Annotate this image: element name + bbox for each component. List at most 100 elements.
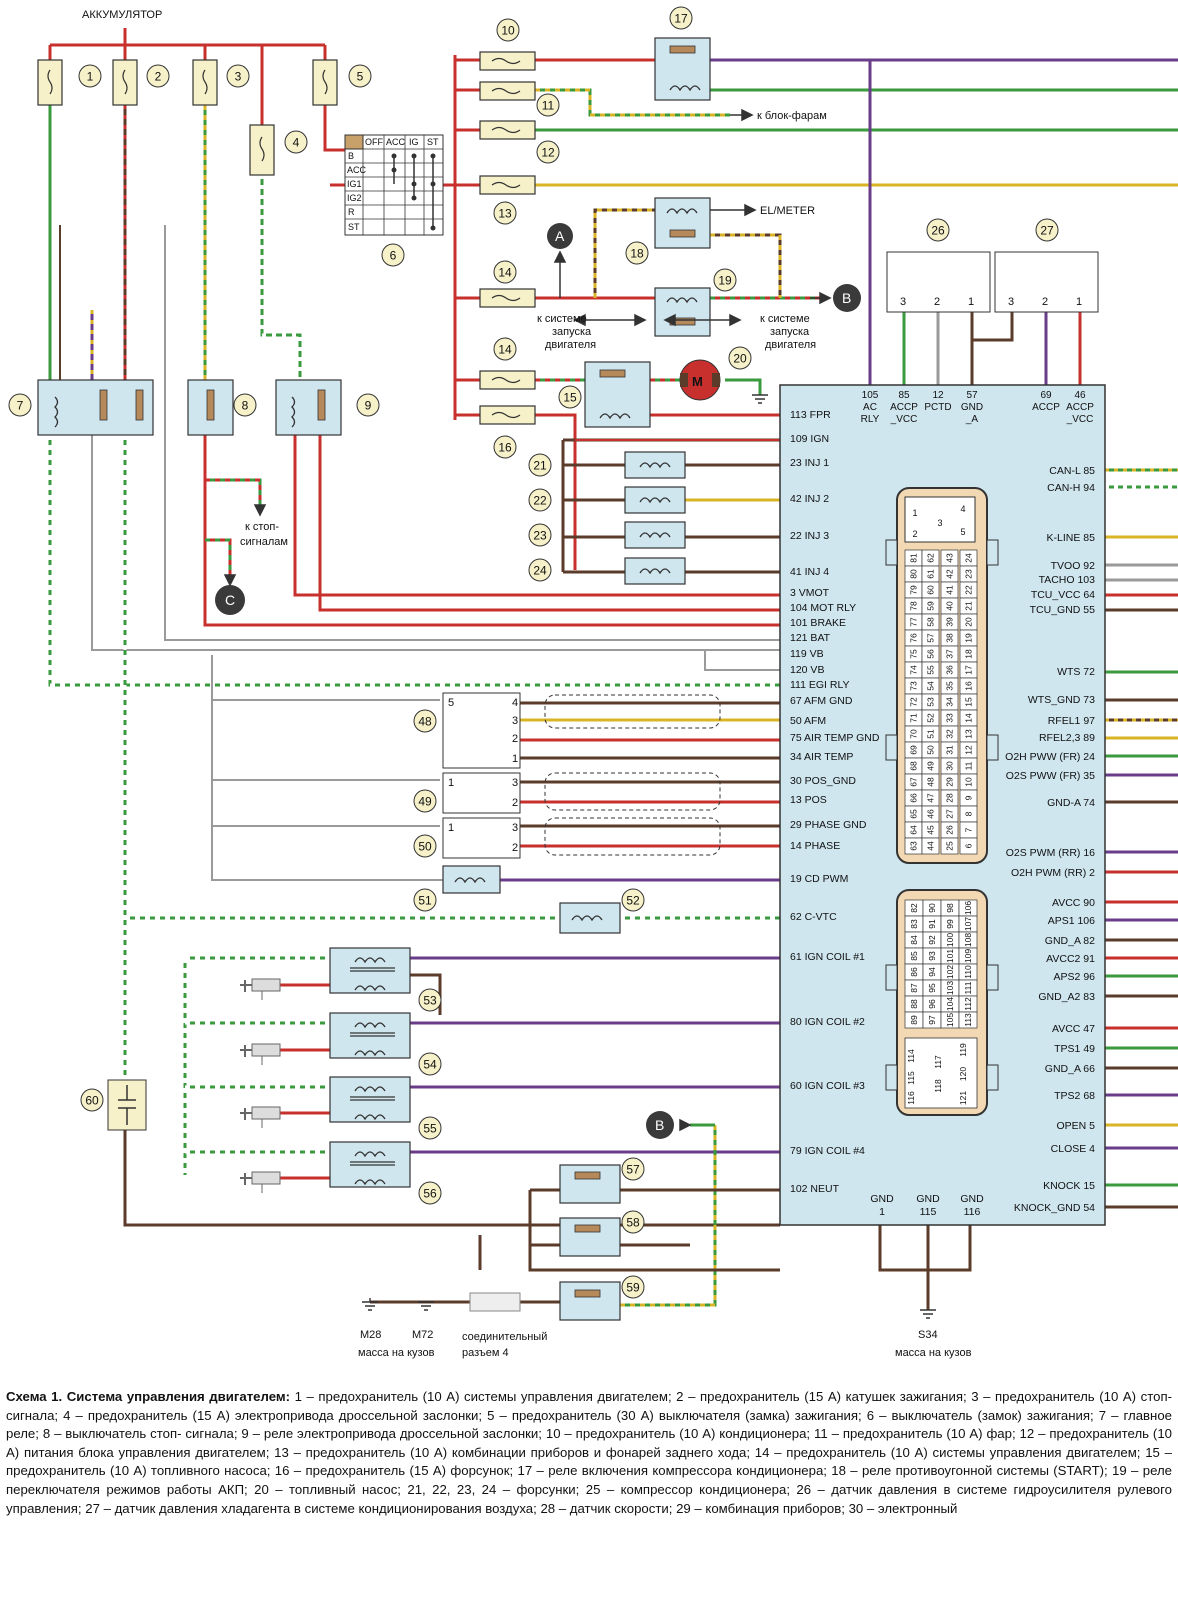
- callout-circle: [536, 140, 560, 164]
- svg-text:1: 1: [968, 296, 974, 308]
- spark-plug-icon: [240, 978, 281, 1000]
- callout-label: 26: [931, 224, 945, 238]
- ecu-top-pin: 57: [966, 390, 978, 401]
- relay-coil-icon: [571, 915, 603, 922]
- ecu-right-pin: WTS_GND 73: [1028, 694, 1095, 706]
- svg-text:5: 5: [448, 697, 454, 709]
- c1-pin: 53: [926, 697, 936, 707]
- ignition-switch: OFF ACC IG ST B ACC IG1 IG2 R ST: [344, 134, 444, 236]
- relay-coil-icon: [454, 877, 486, 884]
- callout-label: 9: [365, 399, 372, 413]
- c1-pin: 11: [964, 761, 974, 770]
- c2-pin: 82: [909, 903, 919, 913]
- c1-top-pin: 2: [912, 529, 917, 539]
- ecu: 1234581807978777675747372717069686766656…: [779, 384, 1106, 1226]
- ecu-right-pin: RFEL1 97: [1048, 715, 1095, 727]
- c1-pin: 31: [945, 745, 955, 755]
- c2-pin: 83: [909, 919, 919, 929]
- c1-pin: 55: [926, 665, 936, 675]
- callout-circle: [284, 130, 308, 154]
- marker-a-label: A: [555, 228, 565, 244]
- ground-m28: М28: [360, 1329, 381, 1341]
- c2-pin: 91: [927, 919, 937, 929]
- fuses: [37, 51, 536, 425]
- c1-pin: 20: [964, 617, 974, 627]
- injector-23: [624, 521, 686, 549]
- callout-label: 11: [542, 99, 555, 113]
- ecu-right-pin: CLOSE 4: [1051, 1143, 1096, 1155]
- c2-pin: 105: [945, 1013, 955, 1027]
- callout-circle: [348, 64, 372, 88]
- switch-row-ig2: IG2: [347, 193, 362, 203]
- capacitor-icon: [107, 1079, 147, 1131]
- c2-pin: 111: [963, 981, 973, 994]
- c2-bottom-pin: 120: [958, 1067, 968, 1081]
- headlight-label: к блок-фарам: [757, 110, 827, 122]
- c1-pin: 16: [964, 681, 974, 691]
- ecu-bottom-pin: 115: [920, 1206, 937, 1218]
- ecu-right-pin: APS2 96: [1054, 971, 1096, 983]
- callout-circle: [418, 1052, 442, 1076]
- callout-label: 23: [533, 529, 547, 543]
- c1-pin: 73: [909, 681, 919, 691]
- c1-pin: 17: [964, 665, 974, 675]
- c2-pin: 88: [909, 999, 919, 1009]
- ecu-right-pin: OPEN 5: [1056, 1120, 1095, 1132]
- ecu-top-pin: GND: [961, 402, 983, 413]
- ecu-right-pin: TPS2 68: [1054, 1090, 1095, 1102]
- callout-label: 60: [85, 1094, 99, 1108]
- c2-pin: 101: [945, 949, 955, 963]
- callout-label: 6: [390, 249, 397, 263]
- callout-label: 22: [533, 494, 547, 508]
- ecu-top-pin: AC: [863, 402, 877, 413]
- ecu-top-pin: _A: [965, 414, 979, 425]
- switch-57: [559, 1164, 621, 1204]
- ecu-left-pin: 80 IGN COIL #2: [790, 1016, 865, 1028]
- c1-pin: 7: [964, 827, 974, 832]
- c1-pin: 71: [909, 713, 919, 723]
- marker-b-label: B: [842, 290, 851, 306]
- motor-icon: M: [679, 359, 721, 401]
- ground-s34: S34: [918, 1329, 938, 1341]
- c1-pin: 8: [964, 811, 974, 816]
- callout-label: 56: [423, 1187, 437, 1201]
- callout-label: 48: [418, 715, 432, 729]
- ecu-top-pin: _VCC: [1066, 414, 1094, 425]
- c1-pin: 46: [926, 809, 936, 819]
- c1-pin: 6: [964, 843, 974, 848]
- ecu-top-pins: 105ACRLY85ACCP_VCC12PCTD57GND_A69ACCP46A…: [861, 390, 1095, 425]
- c1-pin: 43: [945, 553, 955, 563]
- switch-58: [559, 1217, 621, 1257]
- ecu-bottom-pin: 116: [964, 1206, 981, 1218]
- c1-pin: 15: [964, 697, 974, 707]
- callout-circle: [8, 393, 32, 417]
- svg-text:1: 1: [448, 822, 454, 834]
- c1-pin: 65: [909, 809, 919, 819]
- switch-col-ig: IG: [409, 137, 419, 147]
- c2-pin: 86: [909, 967, 919, 977]
- c2-pin: 110: [963, 965, 973, 979]
- c2-bottom-pin: 119: [958, 1043, 968, 1057]
- ecu-left-pin: 102 NEUT: [790, 1183, 840, 1195]
- c1-pin: 27: [945, 809, 955, 819]
- c1-pin: 61: [926, 569, 936, 579]
- ecu-right-pin: O2S PWW (FR) 35: [1006, 770, 1095, 782]
- ecu-top-pin: 85: [898, 390, 910, 401]
- c1-pin: 74: [909, 665, 919, 675]
- switch-row-b: B: [348, 151, 354, 161]
- callout-label: 19: [718, 274, 732, 288]
- c2-bottom-pin: 116: [906, 1091, 916, 1105]
- ecu-left-pin: 29 PHASE GND: [790, 819, 867, 831]
- callout-label: 8: [242, 399, 249, 413]
- c1-pin: 26: [945, 825, 955, 835]
- ecu-right-pin: GND_A 82: [1045, 935, 1095, 947]
- ecu-bottom-pin: GND: [870, 1193, 894, 1205]
- c2-bottom-pin: 121: [958, 1091, 968, 1105]
- c2-bottom-pin: 114: [906, 1049, 916, 1063]
- start-left-2: запуска: [552, 326, 592, 338]
- c1-pin: 45: [926, 825, 936, 835]
- callout-label: 58: [626, 1216, 640, 1230]
- c1-pin: 51: [926, 729, 936, 739]
